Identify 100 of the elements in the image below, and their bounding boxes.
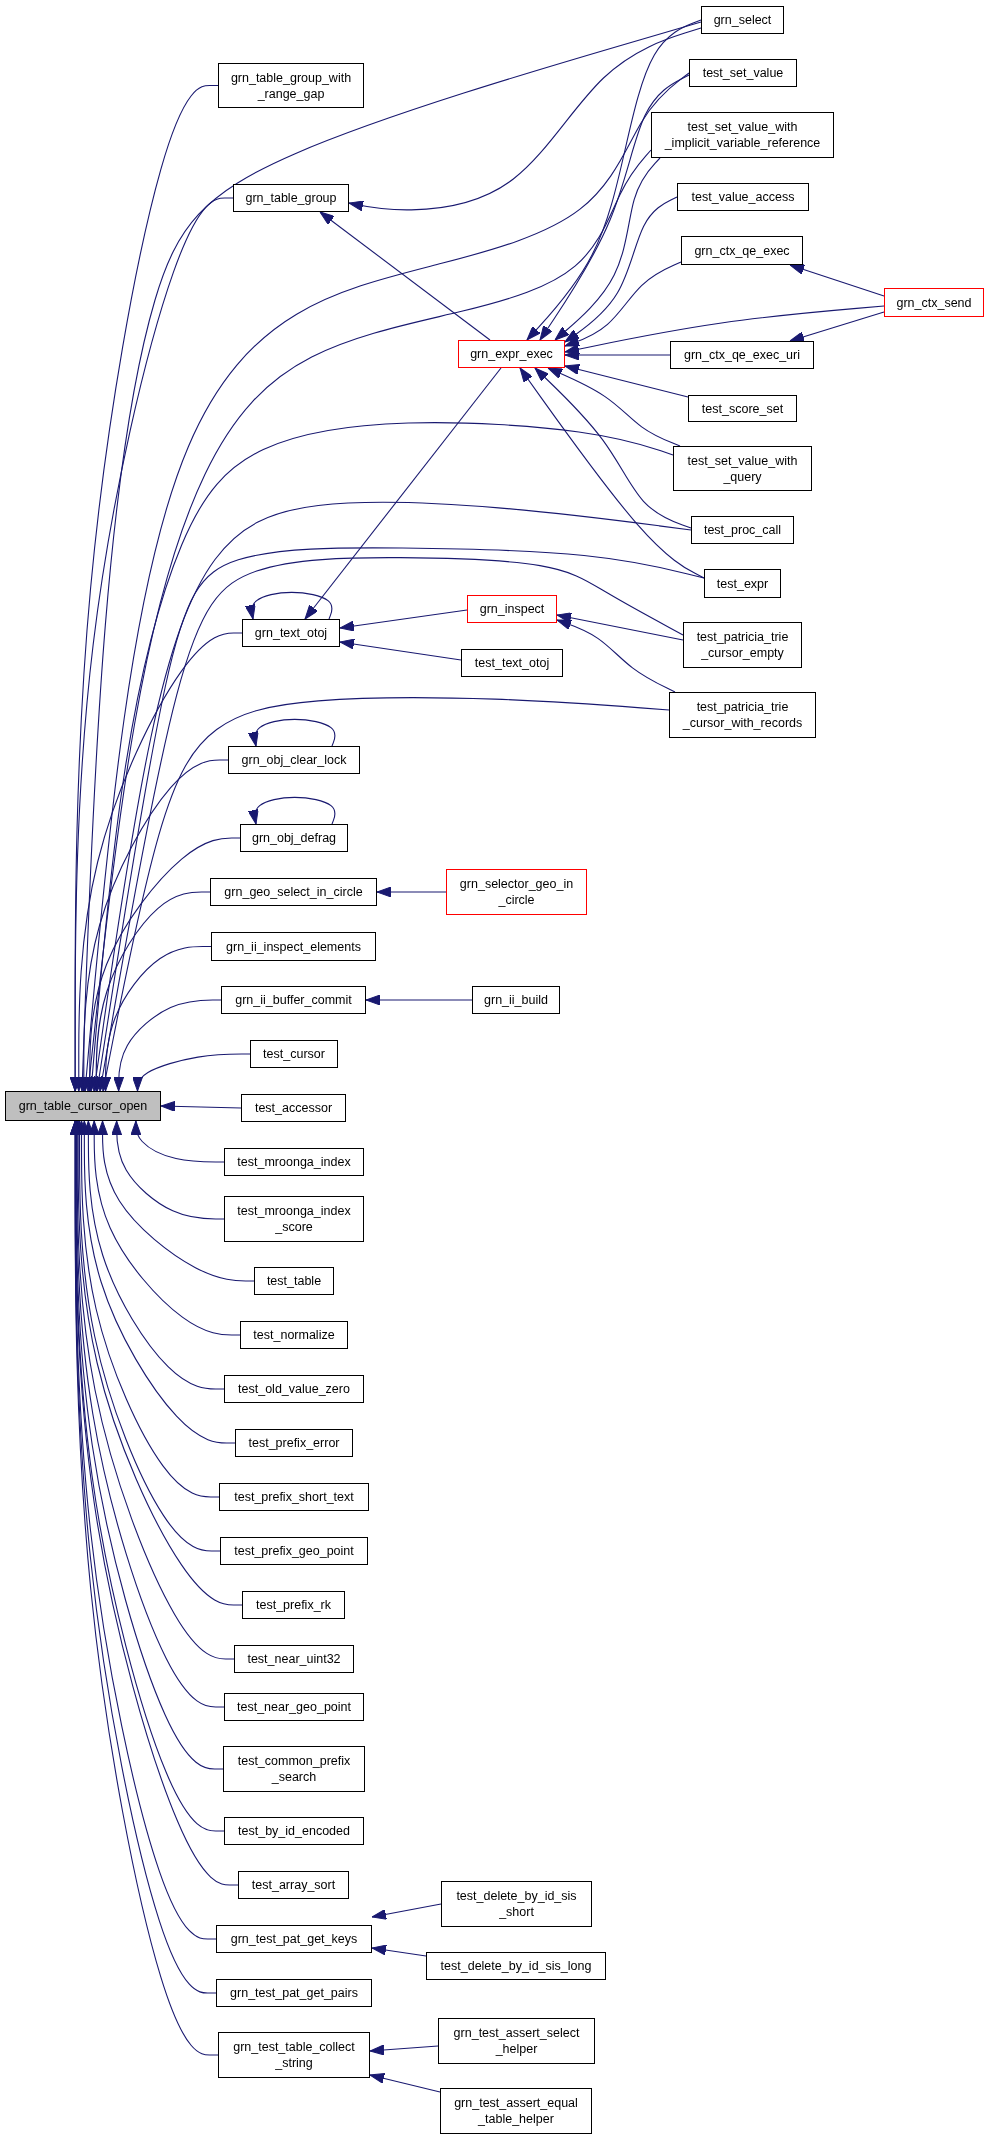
function-box bbox=[211, 932, 376, 961]
function-name: grn_expr_exec bbox=[470, 346, 553, 362]
call-arrow bbox=[564, 196, 678, 343]
function-name: grn_table_cursor_open bbox=[18, 1098, 148, 1114]
function-name: test_near_geo_point bbox=[237, 1699, 351, 1715]
function-box bbox=[701, 6, 784, 34]
function-box bbox=[250, 1040, 338, 1068]
function-name: test_old_value_zero bbox=[238, 1381, 350, 1397]
function-box bbox=[220, 1537, 368, 1565]
call-arrow bbox=[789, 264, 885, 297]
function-box bbox=[704, 569, 781, 598]
call-arrow bbox=[88, 1120, 241, 1336]
function-name: test_set_value_with _query bbox=[686, 452, 799, 485]
function-box bbox=[670, 341, 814, 369]
function-box bbox=[228, 746, 360, 774]
call-arrow bbox=[365, 994, 473, 1006]
function-box bbox=[242, 1591, 345, 1619]
function-name: grn_ctx_send bbox=[896, 294, 972, 311]
call-arrow bbox=[132, 1053, 251, 1092]
function-box bbox=[438, 2018, 595, 2064]
call-arrow bbox=[376, 886, 447, 898]
function-box bbox=[5, 1091, 161, 1121]
function-name: test_delete_by_id_sis_long bbox=[440, 1958, 592, 1974]
call-arrow bbox=[111, 1120, 225, 1220]
call-arrow bbox=[100, 697, 670, 1092]
function-name: grn_test_table_collect _string bbox=[232, 2039, 356, 2071]
function-name: grn_table_group bbox=[245, 190, 337, 206]
call-arrow bbox=[348, 27, 702, 212]
function-box bbox=[224, 1375, 364, 1403]
function-name: test_value_access bbox=[691, 189, 795, 205]
call-arrow bbox=[519, 367, 705, 579]
function-name: test_text_otoj bbox=[474, 655, 550, 671]
call-arrow bbox=[69, 197, 234, 1092]
function-name: grn_table_group_with _range_gap bbox=[229, 69, 353, 102]
function-box bbox=[241, 1094, 346, 1122]
function-box bbox=[440, 2088, 592, 2134]
function-box bbox=[458, 340, 565, 368]
function-box bbox=[224, 1693, 364, 1721]
call-arrow bbox=[371, 1903, 442, 1920]
call-arrow bbox=[130, 1120, 225, 1163]
call-arrow bbox=[113, 999, 222, 1092]
call-arrow bbox=[556, 619, 676, 693]
function-box bbox=[691, 516, 794, 544]
function-name: test_cursor bbox=[263, 1046, 325, 1062]
function-box bbox=[242, 619, 340, 647]
function-name: test_delete_by_id_sis _short bbox=[455, 1888, 578, 1920]
function-box bbox=[254, 1267, 334, 1295]
function-name: grn_test_pat_get_keys bbox=[230, 1931, 358, 1947]
function-name: test_common_prefix _search bbox=[236, 1753, 352, 1785]
function-box bbox=[218, 2032, 370, 2078]
call-arrow bbox=[319, 211, 491, 341]
function-box bbox=[224, 1148, 364, 1176]
function-name: test_mroonga_index bbox=[237, 1154, 351, 1170]
function-name: test_prefix_rk bbox=[256, 1597, 331, 1613]
call-arrow bbox=[564, 261, 682, 347]
function-name: grn_obj_clear_lock bbox=[241, 752, 347, 768]
function-name: grn_geo_select_in_circle bbox=[224, 884, 363, 900]
function-name: grn_text_otoj bbox=[254, 625, 328, 641]
call-arrow bbox=[244, 591, 333, 620]
call-arrow bbox=[789, 311, 885, 343]
call-arrow bbox=[564, 364, 689, 398]
function-box bbox=[677, 183, 809, 211]
function-name: test_set_value_with _implicit_variable_reference bbox=[663, 119, 822, 151]
function-box bbox=[224, 1196, 364, 1242]
function-name: grn_inspect bbox=[479, 601, 545, 617]
function-name: test_patricia_trie _cursor_empty bbox=[695, 629, 790, 661]
function-box bbox=[669, 692, 816, 738]
function-name: test_accessor bbox=[254, 1100, 333, 1116]
function-box bbox=[681, 236, 803, 265]
function-box bbox=[216, 1925, 372, 1953]
function-box bbox=[223, 1746, 365, 1792]
call-arrow bbox=[369, 2072, 441, 2093]
function-box bbox=[218, 63, 364, 108]
function-box bbox=[673, 446, 812, 491]
function-box bbox=[210, 878, 377, 906]
function-name: grn_ctx_qe_exec bbox=[694, 242, 790, 259]
function-name: grn_select bbox=[713, 12, 772, 28]
function-name: grn_ii_build bbox=[484, 992, 548, 1008]
function-box bbox=[472, 986, 560, 1014]
function-box bbox=[240, 1321, 348, 1349]
function-name: grn_ctx_qe_exec_uri bbox=[683, 347, 800, 363]
call-arrow bbox=[539, 74, 690, 341]
function-name: grn_test_pat_get_pairs bbox=[230, 1985, 358, 2001]
function-name: grn_ii_buffer_commit bbox=[235, 992, 352, 1008]
call-arrow bbox=[556, 612, 684, 641]
function-name: test_prefix_geo_point bbox=[234, 1543, 354, 1559]
call-arrow bbox=[564, 305, 885, 355]
function-box bbox=[233, 184, 349, 212]
function-box bbox=[651, 112, 834, 158]
call-arrow bbox=[534, 367, 692, 529]
call-arrow bbox=[339, 609, 468, 632]
call-arrow bbox=[247, 796, 336, 825]
function-box bbox=[240, 824, 348, 852]
call-arrow bbox=[160, 1100, 242, 1112]
function-name: test_proc_call bbox=[703, 522, 782, 538]
call-arrow bbox=[547, 367, 681, 447]
function-box bbox=[461, 649, 563, 677]
function-box bbox=[446, 869, 587, 915]
call-arrow bbox=[339, 638, 462, 661]
call-arrow bbox=[554, 157, 661, 341]
